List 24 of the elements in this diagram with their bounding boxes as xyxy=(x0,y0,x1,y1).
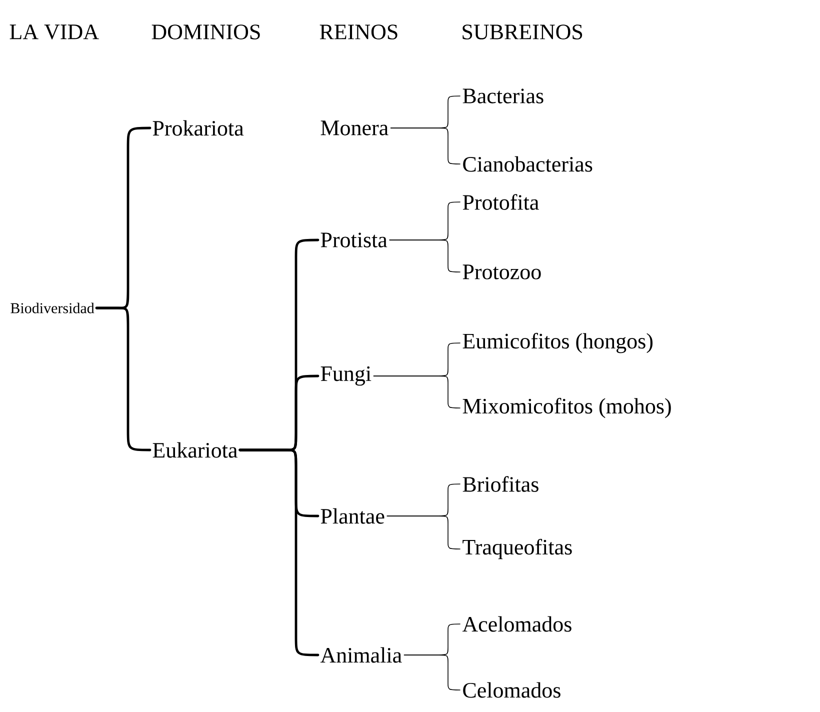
taxon-label: Cianobacterias xyxy=(463,156,592,172)
taxon-label: Prokariota xyxy=(152,120,244,136)
column-heading: DOMINIOS xyxy=(152,24,260,40)
taxon-label: Animalia xyxy=(320,647,402,663)
taxon-label: Bacterias xyxy=(462,88,544,104)
taxon-label: Acelomados xyxy=(462,616,572,632)
taxon-label: Traqueofitas xyxy=(462,538,572,560)
taxon-label: Celomados xyxy=(463,682,560,698)
brace xyxy=(95,306,152,452)
taxon-label: Mixomicofitos (mohos) xyxy=(462,398,671,418)
taxon-label: Protista xyxy=(320,232,388,248)
taxon-label: Monera xyxy=(320,120,388,136)
taxon-label: Biodiversidad xyxy=(10,302,94,314)
brace xyxy=(238,448,320,656)
column-heading: LA VIDA xyxy=(10,24,99,40)
taxon-label: Briofitas xyxy=(462,476,538,492)
taxon-label: Plantae xyxy=(320,508,384,524)
taxon-label: Fungi xyxy=(320,366,372,386)
column-heading: REINOS xyxy=(320,24,398,40)
taxon-label: Eumicofitos (hongos) xyxy=(462,332,652,354)
column-heading: SUBREINOS xyxy=(462,24,582,40)
taxon-label: Eukariota xyxy=(152,442,238,458)
taxon-label: Protozoo xyxy=(462,264,541,280)
taxon-label: Protofita xyxy=(462,194,539,210)
